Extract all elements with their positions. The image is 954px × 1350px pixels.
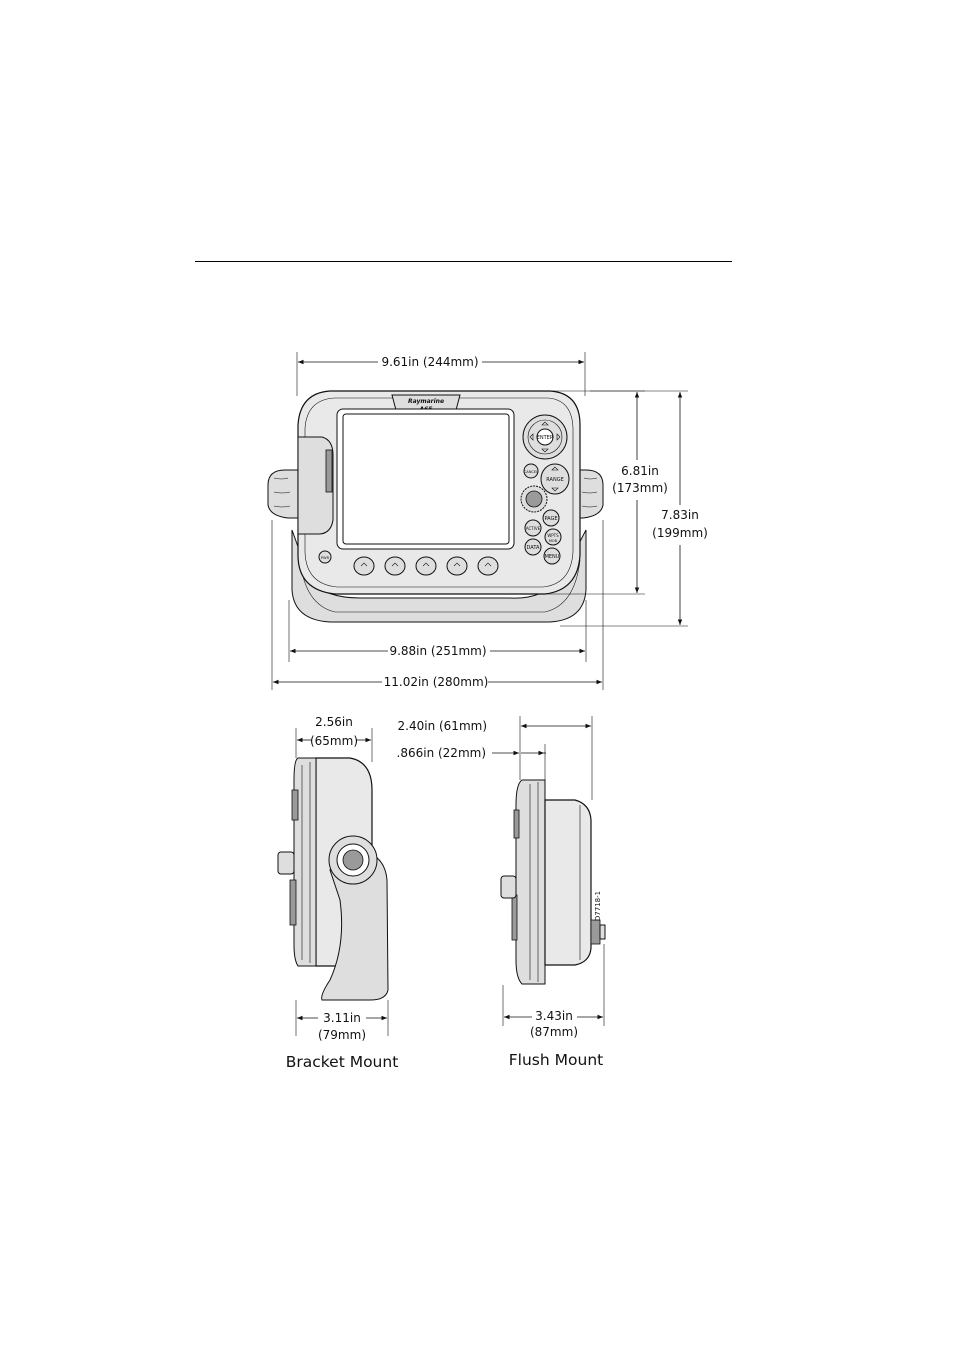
- enter-key[interactable]: ENTER: [537, 435, 554, 441]
- flush-side-view: D7718-1 Flush Mount: [500, 779, 606, 1069]
- soft-key-3[interactable]: [415, 556, 437, 576]
- bracket-dimensions: 2.56in (65mm) 3.11in (79mm): [295, 715, 389, 1042]
- card-slot-door: [297, 436, 334, 535]
- range-key[interactable]: [540, 463, 570, 495]
- bracket-side-view: Bracket Mount: [277, 757, 399, 1071]
- dim-bracket-depth-in: 2.56in: [315, 715, 353, 729]
- power-key-label: PWR: [321, 556, 330, 560]
- menu-key[interactable]: [543, 547, 561, 565]
- cancel-key[interactable]: [523, 463, 539, 479]
- page-key-label: PAGE: [544, 516, 557, 522]
- dim-bracket-base-in: 3.11in: [323, 1011, 361, 1025]
- soft-keys: [353, 556, 499, 576]
- front-view: Raymarine A65 ENTER CANCEL RANGE PAGE AC…: [267, 390, 604, 623]
- dim-front-width-overall: 11.02in (280mm): [384, 675, 489, 689]
- power-key[interactable]: [318, 550, 332, 564]
- cancel-key-label: CANCEL: [524, 470, 538, 474]
- dim-bracket-base-mm: (79mm): [318, 1028, 366, 1042]
- dim-front-width-top: 9.61in (244mm): [381, 355, 478, 369]
- mob-key-label: MOB: [549, 539, 558, 543]
- page-key[interactable]: [542, 509, 560, 527]
- dim-height-overall-mm: (199mm): [652, 526, 708, 540]
- brand-logo: Raymarine: [408, 398, 444, 405]
- caption-flush-mount: Flush Mount: [509, 1051, 603, 1069]
- dim-front-width-bracket: 9.88in (251mm): [389, 644, 486, 658]
- cursor-pad[interactable]: ENTER: [522, 414, 568, 460]
- drawing-id: D7718-1: [594, 891, 602, 921]
- header-rule: [195, 261, 732, 262]
- bracket-stand: [291, 529, 587, 623]
- wpts-mob-key[interactable]: [544, 528, 562, 546]
- caption-bracket-mount: Bracket Mount: [286, 1053, 399, 1071]
- data-key[interactable]: [524, 538, 542, 556]
- range-key-label: RANGE: [546, 477, 563, 483]
- wpts-key-label: WPTS: [547, 533, 559, 538]
- bracket-ears: [267, 469, 604, 519]
- dim-flush-rear-mm: (87mm): [530, 1025, 578, 1039]
- dim-bracket-depth-mm: (65mm): [310, 734, 358, 748]
- soft-key-2[interactable]: [384, 556, 406, 576]
- front-dimensions: 9.61in (244mm) 6.81in (173mm) 7.83in (19…: [271, 352, 708, 690]
- dim-height-display-in: 6.81in: [621, 464, 659, 478]
- flush-dimensions: 2.40in (61mm) .866in (22mm) 3.43in (87mm…: [397, 716, 605, 1039]
- dim-height-display-mm: (173mm): [612, 481, 668, 495]
- dim-flush-depth-total: 2.40in (61mm): [398, 719, 487, 733]
- soft-key-5[interactable]: [477, 556, 499, 576]
- menu-key-label: MENU: [545, 554, 560, 560]
- bracket-knob[interactable]: [328, 835, 378, 885]
- active-key-label: ACTIVE: [526, 526, 541, 531]
- lcd-screen: [342, 413, 510, 545]
- rotary-knob[interactable]: [520, 485, 548, 513]
- soft-key-4[interactable]: [446, 556, 468, 576]
- data-key-label: DATA: [527, 545, 540, 551]
- soft-key-1[interactable]: [353, 556, 375, 576]
- active-key[interactable]: [524, 519, 542, 537]
- dim-flush-depth-bezel: .866in (22mm): [397, 746, 486, 760]
- dim-height-overall-in: 7.83in: [661, 508, 699, 522]
- dim-flush-rear-in: 3.43in: [535, 1009, 573, 1023]
